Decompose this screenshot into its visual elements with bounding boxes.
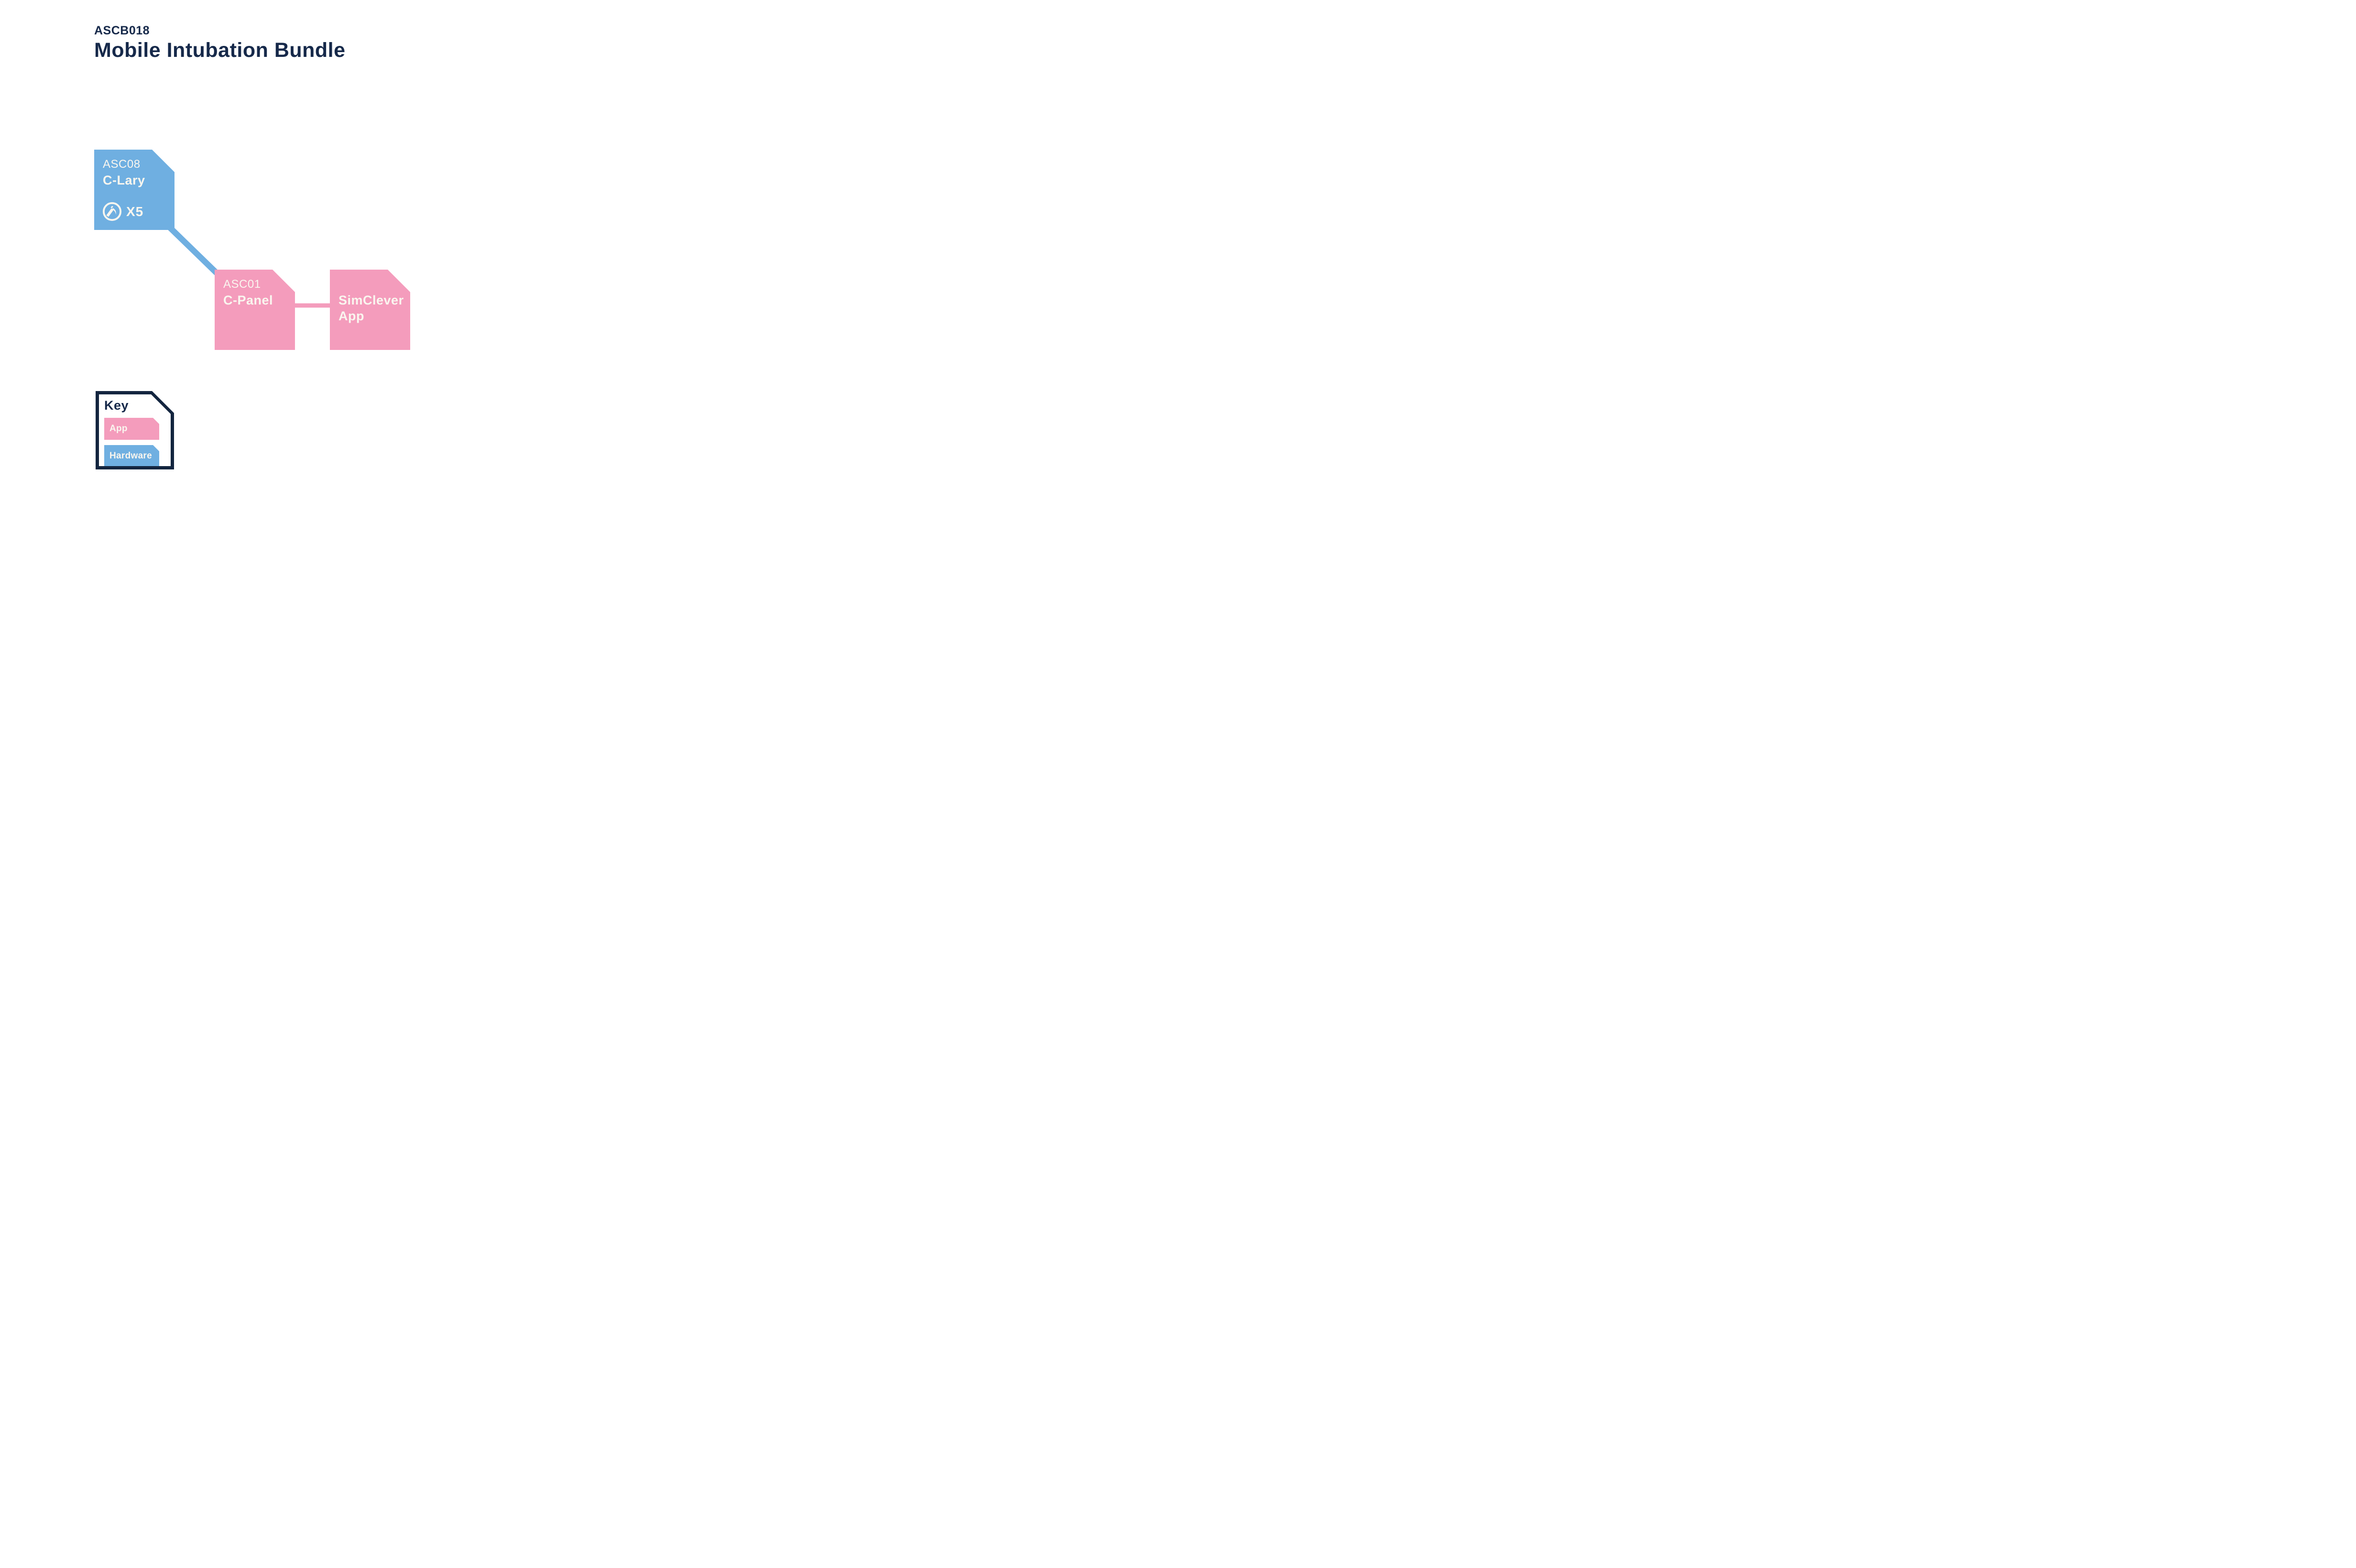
quantity-row: X5 — [102, 201, 143, 222]
key-swatch-hardware: Hardware — [104, 445, 159, 467]
key-swatch-app: App — [104, 418, 159, 440]
key-box: Key App Hardware — [96, 391, 174, 469]
node-simclever-app: SimClever App — [330, 270, 410, 350]
key-swatch-hardware-label: Hardware — [109, 450, 152, 461]
quantity-label: X5 — [126, 204, 144, 219]
node-code: ASC08 — [103, 158, 141, 171]
connector-edges — [164, 221, 335, 308]
node-name: SimClever App — [338, 293, 404, 323]
node-name: C-Lary — [103, 173, 145, 187]
key-inner: Key App Hardware — [99, 394, 171, 466]
laryngoscope-icon — [102, 201, 122, 222]
node-name: C-Panel — [223, 293, 273, 307]
node-code: ASC01 — [223, 278, 261, 291]
node-c-lary: ASC08 C-Lary X5 — [94, 150, 175, 230]
edge-c-lary-to-c-panel — [164, 221, 219, 275]
bundle-code: ASCB018 — [94, 24, 150, 37]
page-header: ASCB018 Mobile Intubation Bundle — [94, 23, 346, 62]
diagram-canvas: ASCB018 Mobile Intubation Bundle ASC08 C… — [0, 0, 738, 491]
node-c-panel: ASC01 C-Panel — [215, 270, 295, 350]
key-title: Key — [104, 398, 129, 413]
key-swatch-app-label: App — [109, 424, 128, 434]
page-title: Mobile Intubation Bundle — [94, 39, 346, 62]
